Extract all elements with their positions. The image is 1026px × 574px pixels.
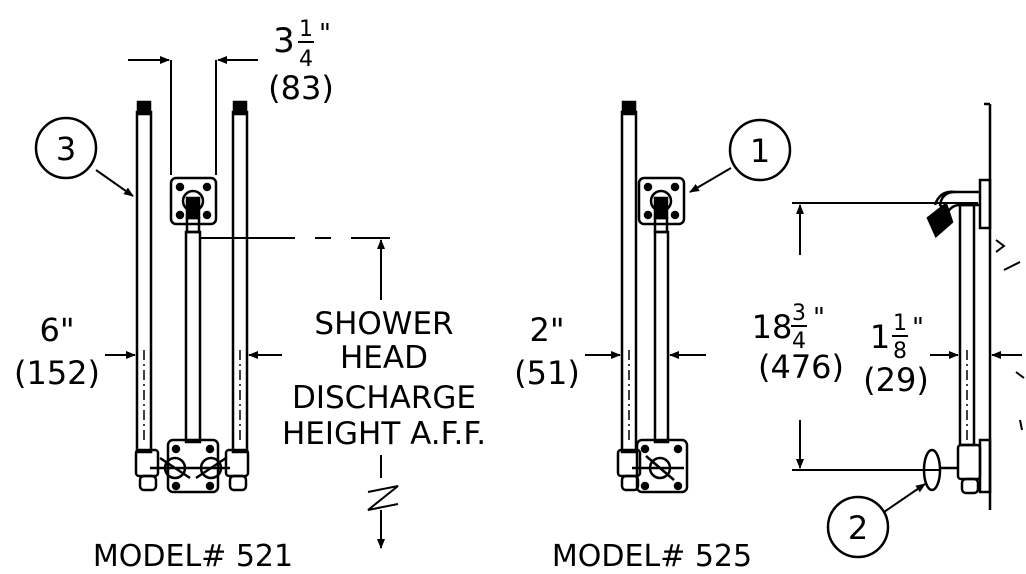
side-view-drawing bbox=[922, 102, 1025, 510]
svg-text:(83): (83) bbox=[268, 69, 334, 107]
center-supply-pipe bbox=[184, 230, 202, 444]
svg-text:1: 1 bbox=[893, 311, 907, 336]
supply-pipe-525 bbox=[653, 230, 670, 444]
callout-1: 1 bbox=[689, 118, 792, 193]
top-width-dim-text: 3 1 4 " (83) bbox=[268, 17, 334, 107]
dim-51-mm: (51) bbox=[514, 354, 580, 392]
svg-text:HEIGHT A.F.F.: HEIGHT A.F.F. bbox=[282, 416, 486, 452]
svg-text:3: 3 bbox=[56, 130, 76, 168]
svg-text:18: 18 bbox=[752, 308, 793, 346]
svg-text:4: 4 bbox=[299, 47, 313, 72]
svg-text:": " bbox=[319, 19, 331, 49]
svg-text:": " bbox=[813, 303, 825, 333]
dim-152-mm: (152) bbox=[14, 354, 100, 392]
right-riser-pipe bbox=[231, 110, 249, 454]
discharge-height-leader bbox=[200, 237, 399, 549]
svg-text:(476): (476) bbox=[758, 348, 844, 386]
left-riser-pipe bbox=[135, 110, 153, 454]
top-wall-flange bbox=[169, 176, 218, 226]
svg-text:": " bbox=[912, 313, 924, 343]
model-521-label: MODEL# 521 bbox=[93, 539, 293, 574]
svg-text:1: 1 bbox=[299, 17, 313, 42]
height-dim-text: 18 3 4 " (476) bbox=[752, 301, 844, 386]
callout-3: 3 bbox=[34, 116, 134, 197]
svg-text:8: 8 bbox=[893, 339, 907, 364]
svg-text:4: 4 bbox=[792, 329, 806, 354]
bottom-valve-flange-525 bbox=[635, 438, 689, 494]
svg-text:DISCHARGE: DISCHARGE bbox=[292, 380, 476, 416]
svg-text:3: 3 bbox=[273, 21, 295, 61]
bottom-valve-flange bbox=[166, 438, 220, 494]
svg-text:1: 1 bbox=[870, 318, 890, 356]
height-dimension bbox=[792, 202, 978, 471]
svg-text:(29): (29) bbox=[863, 361, 929, 399]
discharge-height-note: SHOWER HEAD DISCHARGE HEIGHT A.F.F. bbox=[282, 306, 486, 452]
svg-text:2: 2 bbox=[848, 509, 868, 547]
top-width-dimension bbox=[128, 56, 258, 175]
callout-2: 2 bbox=[826, 483, 926, 559]
dim-6-inch: 6" bbox=[39, 311, 74, 349]
svg-text:SHOWER: SHOWER bbox=[314, 306, 453, 342]
top-wall-flange-525 bbox=[637, 176, 686, 226]
offset-dim-text: 1 1 8 " (29) bbox=[863, 311, 929, 399]
model-525-drawing bbox=[616, 100, 689, 494]
svg-text:1: 1 bbox=[750, 132, 770, 170]
svg-text:3: 3 bbox=[792, 301, 806, 326]
model-525-label: MODEL# 525 bbox=[552, 539, 752, 574]
riser-pipe-525 bbox=[620, 110, 638, 454]
svg-text:HEAD: HEAD bbox=[340, 340, 428, 376]
dim-2-inch: 2" bbox=[529, 311, 564, 349]
side-riser-pipe bbox=[958, 203, 976, 447]
model-521-drawing bbox=[134, 100, 250, 494]
